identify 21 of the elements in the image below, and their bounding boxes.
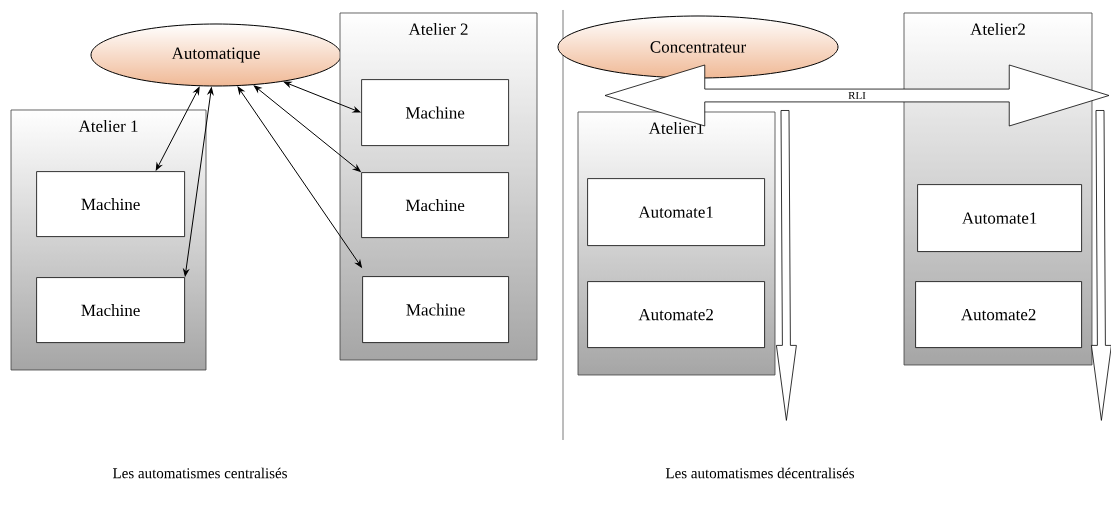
- arrow: [283, 81, 361, 113]
- caption: Les automatismes centralisés: [113, 467, 287, 479]
- arrow: [253, 85, 361, 172]
- machine-box: Machine: [361, 172, 509, 238]
- arrow: [155, 86, 200, 171]
- machine-box: Automate2: [587, 281, 765, 348]
- machine-box: Machine: [36, 277, 185, 343]
- node-label: RLI: [848, 91, 866, 100]
- arrow: [183, 87, 214, 277]
- block-arrow: [776, 110, 797, 421]
- block-arrow: [1091, 110, 1111, 421]
- arrow: [237, 86, 362, 268]
- machine-box: Automate1: [587, 178, 765, 246]
- machine-box: Machine: [36, 171, 185, 237]
- machine-box: Machine: [361, 79, 509, 146]
- ellipse-node: Concentrateur: [557, 15, 839, 79]
- caption: Les automatismes décentralisés: [665, 467, 855, 479]
- machine-box: Automate1: [917, 184, 1082, 252]
- machine-box: Automate2: [915, 281, 1082, 348]
- ellipse-node: Automatique: [90, 23, 342, 87]
- machine-box: Machine: [362, 276, 509, 343]
